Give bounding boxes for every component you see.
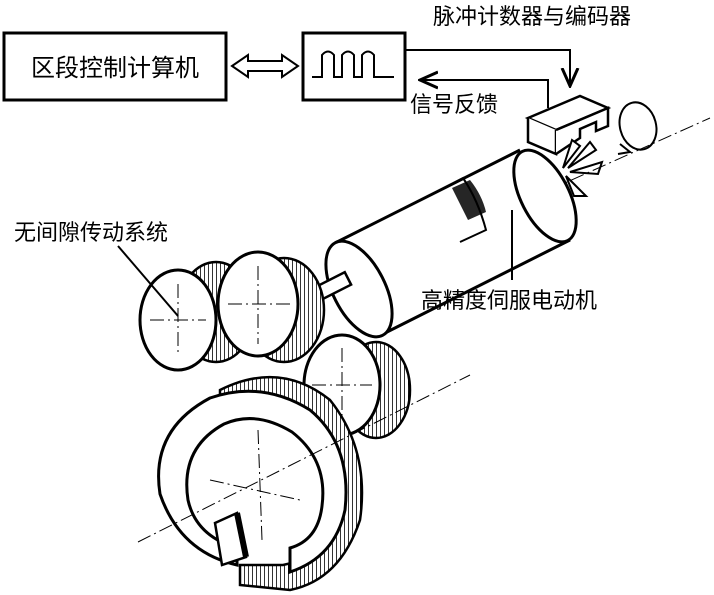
signal-lines (405, 49, 570, 108)
pulse-counter-box (301, 31, 407, 102)
servo-motor (309, 148, 578, 339)
gear-train (138, 250, 412, 592)
control-computer-box: 区段控制计算机 (2, 31, 228, 102)
counter-encoder-label: 脉冲计数器与编码器 (433, 5, 631, 30)
feedback-label: 信号反馈 (410, 93, 498, 118)
bidirectional-arrow (230, 53, 300, 79)
rotation-arrow-icon (617, 101, 658, 155)
pulse-wave-icon (312, 50, 394, 78)
output-axis (137, 374, 471, 543)
servo-motor-label: 高精度伺服电动机 (421, 289, 597, 314)
control-computer-label: 区段控制计算机 (31, 54, 199, 82)
ring-gear-face (157, 389, 348, 575)
encoder-disc (562, 138, 604, 197)
gear-system-label: 无间隙传动系统 (14, 221, 168, 246)
encoder (524, 94, 612, 156)
